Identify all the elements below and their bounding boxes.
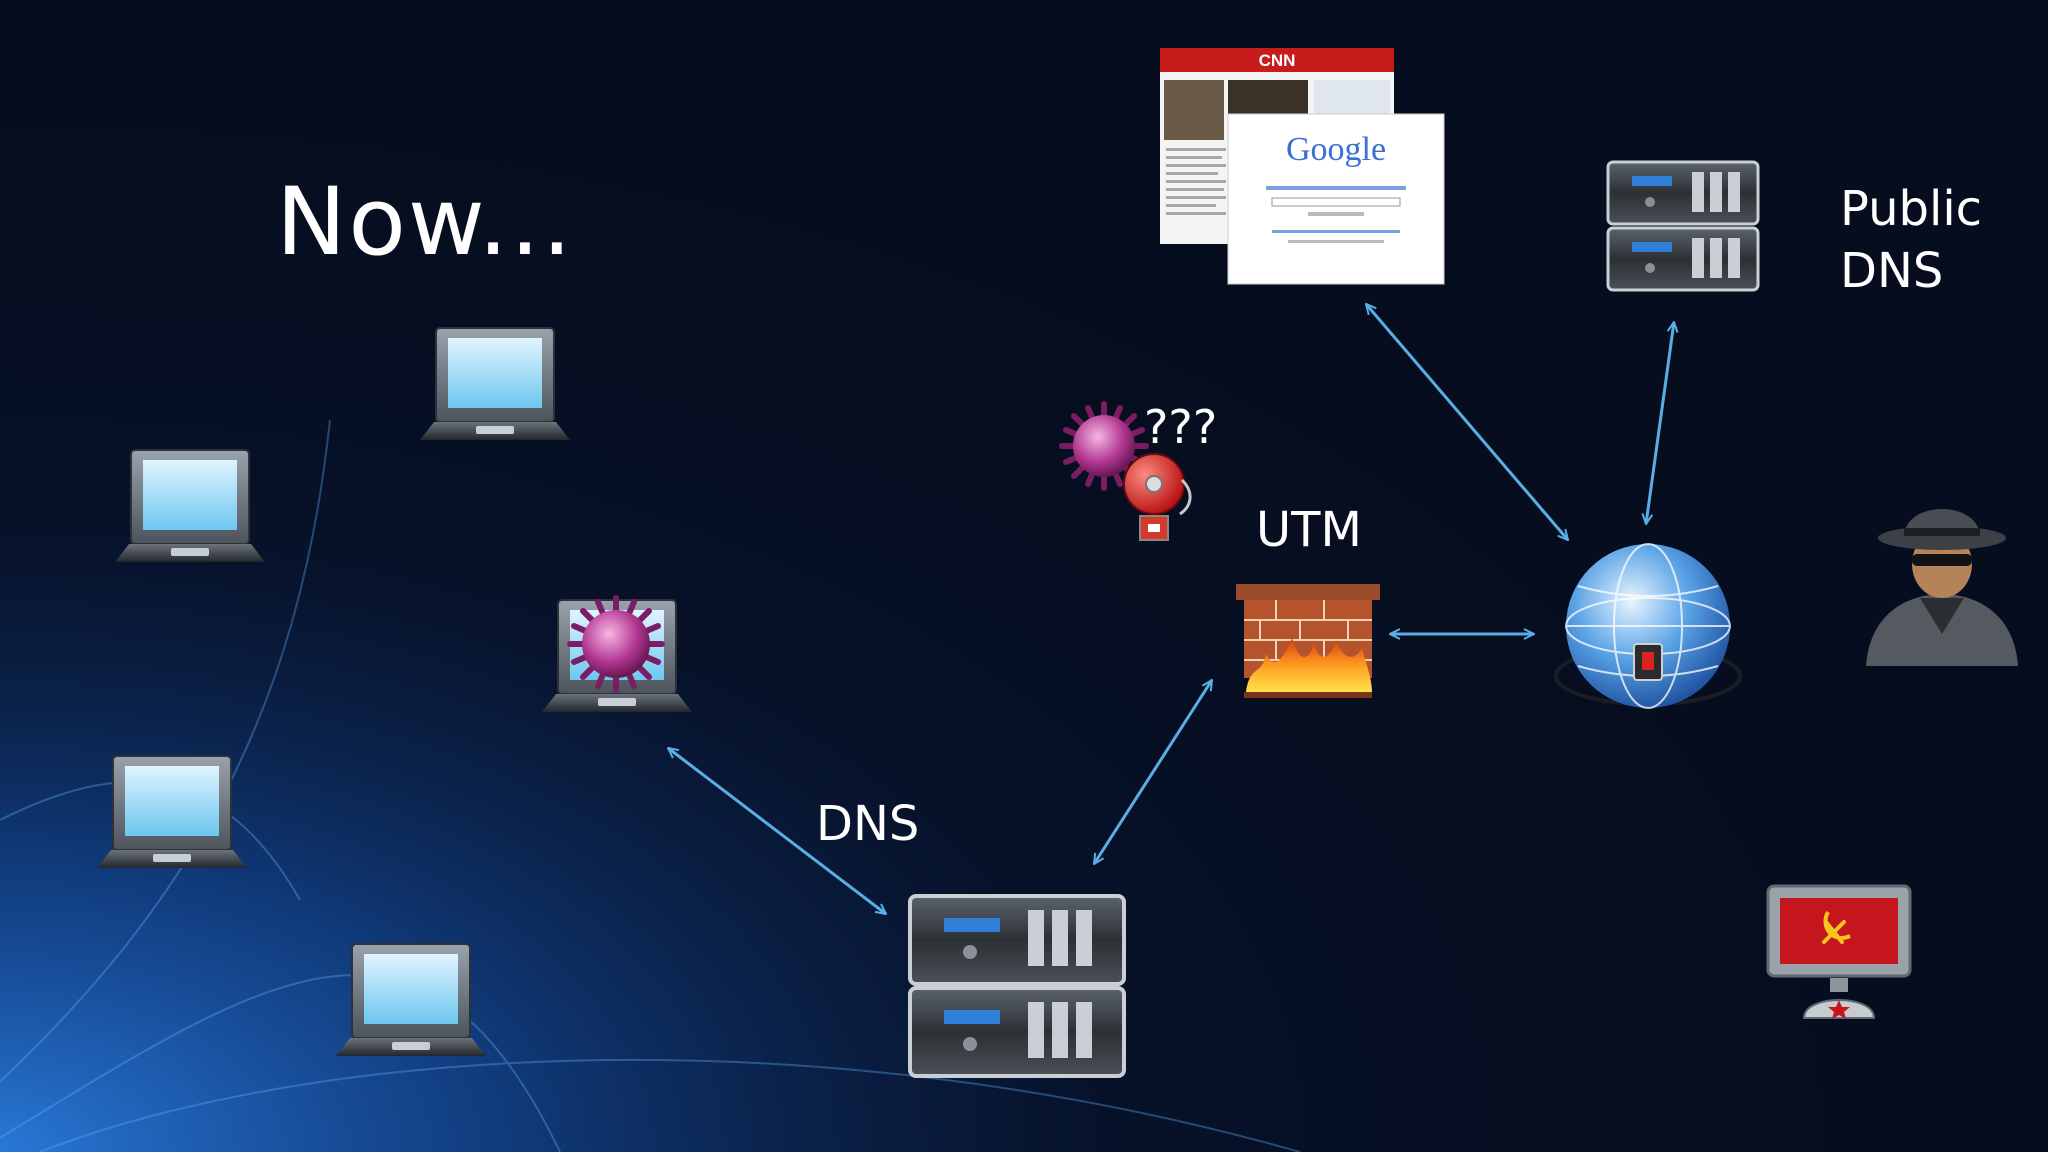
virus-icon [1059,401,1149,491]
public-dns-label-line-2: DNS [1840,243,1944,299]
arrow-internet-public-dns [1646,322,1674,524]
arrow-internet-websites [1366,304,1568,540]
public-dns-server-icon [1606,160,1760,292]
laptop-icon [115,449,265,562]
news-logo: CNN [1259,51,1296,70]
search-logo: Google [1286,131,1386,168]
laptop-icon [336,943,486,1056]
utm-label: UTM [1256,502,1362,558]
slide-title: Now... [276,168,574,277]
arrow-dns-utm [1092,680,1214,864]
public-dns-label: Public DNS [1840,178,1982,302]
globe-icon [1554,543,1742,709]
connector-arrows [668,304,1674,914]
virus-icon [567,595,665,693]
alarm-bell-icon [1123,453,1192,541]
spy-icon [1866,509,2018,666]
dns-server-icon [908,894,1126,1078]
question-marks-label: ??? [1144,400,1218,454]
search-website-thumbnail: Google [1227,113,1445,285]
public-dns-label-line-1: Public [1840,181,1983,237]
laptop-icon [420,327,570,440]
arrow-laptop-dns [668,748,886,914]
soviet-flag-monitor-icon [1766,884,1912,1019]
laptop-icon [97,755,247,868]
infected-laptop-icon [542,595,692,712]
dns-label: DNS [816,796,920,852]
firewall-icon [1236,584,1380,698]
